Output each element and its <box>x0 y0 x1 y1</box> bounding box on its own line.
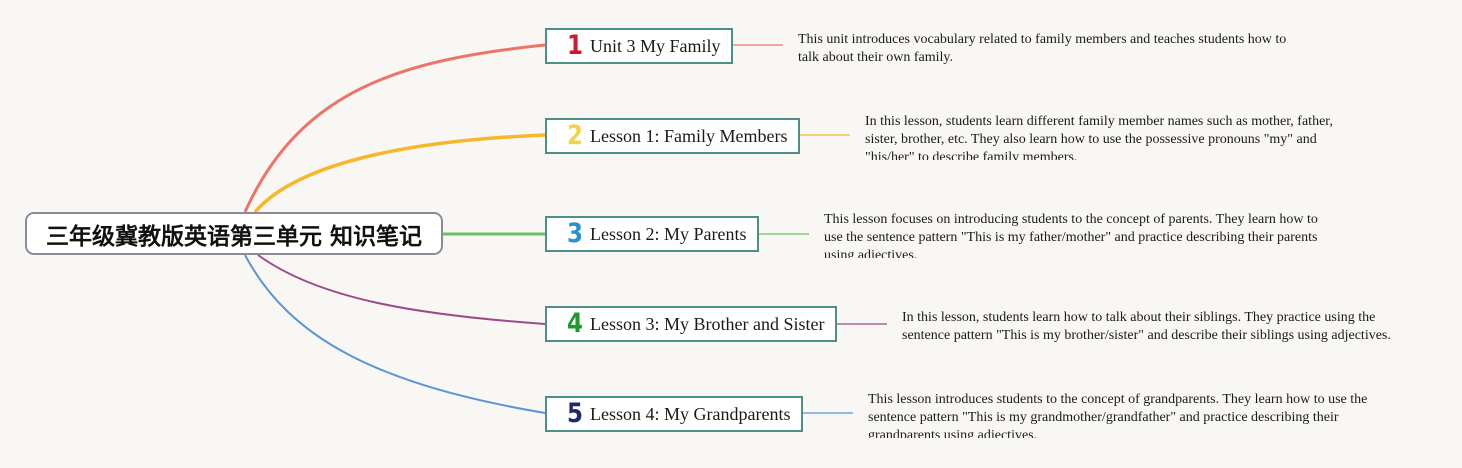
central-topic-title: 三年级冀教版英语第三单元 知识笔记 <box>45 223 422 250</box>
topic-lesson-2-my-parents[interactable]: 3 Lesson 2: My Parents <box>545 216 759 252</box>
branch-connector-unit-3 <box>243 43 546 213</box>
description-lesson-1: In this lesson, students learn different… <box>865 114 1333 160</box>
topic-unit-3-my-family[interactable]: 1 Unit 3 My Family <box>545 28 733 64</box>
topic-title: Lesson 2: My Parents <box>590 223 747 244</box>
central-topic[interactable]: 三年级冀教版英语第三单元 知识笔记 <box>25 212 443 255</box>
topic-lesson-1-family-members[interactable]: 2 Lesson 1: Family Members <box>545 118 800 154</box>
number-three-icon: 3 <box>567 218 583 249</box>
description-lesson-3: In this lesson, students learn how to ta… <box>902 310 1391 342</box>
number-five-icon: 5 <box>567 398 583 429</box>
topic-title: Lesson 4: My Grandparents <box>590 403 791 424</box>
description-lesson-4: This lesson introduces students to the c… <box>868 392 1368 438</box>
branch-connector-lesson-1 <box>253 133 546 214</box>
topic-title: Unit 3 My Family <box>590 35 721 56</box>
number-two-icon: 2 <box>567 120 583 151</box>
topic-title: Lesson 1: Family Members <box>590 125 788 146</box>
topic-lesson-3-my-brother-and-sister[interactable]: 4 Lesson 3: My Brother and Sister <box>545 306 837 342</box>
description-lesson-2: This lesson focuses on introducing stude… <box>824 212 1318 258</box>
branch-connector-lesson-3 <box>257 254 546 325</box>
number-one-icon: 1 <box>567 30 583 61</box>
topic-lesson-4-my-grandparents[interactable]: 5 Lesson 4: My Grandparents <box>545 396 803 432</box>
branch-connector-lesson-4 <box>244 254 546 414</box>
number-four-icon: 4 <box>567 308 583 339</box>
topic-title: Lesson 3: My Brother and Sister <box>590 313 825 334</box>
description-unit-3: This unit introduces vocabulary related … <box>798 32 1287 64</box>
